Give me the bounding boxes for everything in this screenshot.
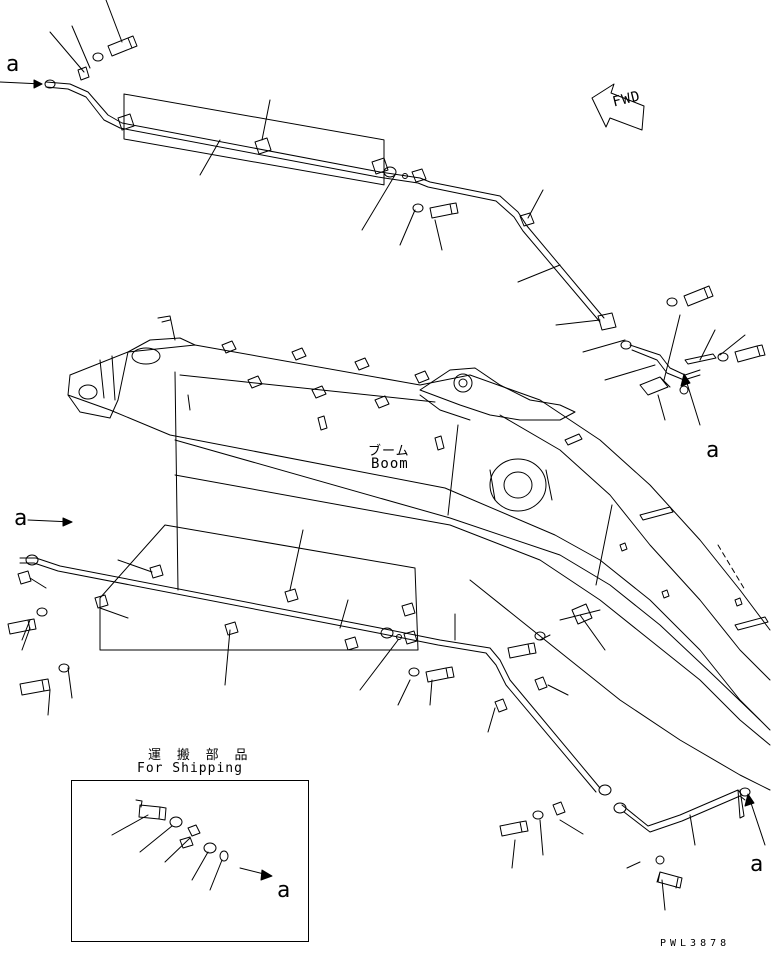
reference-mark-a: a [6,52,20,77]
reference-mark-a: a [14,506,28,531]
leader-lines [21,0,746,911]
shipping-label-jp: 運 搬 部 品 [148,748,252,763]
reference-mark-a: a [750,852,764,877]
boom-structure [67,315,771,791]
reference-mark-a: a [277,878,291,903]
upper-pipe-assembly [44,35,766,396]
boom-label-en: Boom [371,456,409,472]
fwd-arrow [591,83,645,131]
reference-arrows [0,79,766,881]
shipping-parts-box [71,780,309,942]
reference-mark-a: a [706,438,720,463]
boom-label-jp: ブーム [368,444,410,459]
drawing-number: PWL3878 [660,938,731,949]
shipping-label-en: For Shipping [137,761,243,776]
